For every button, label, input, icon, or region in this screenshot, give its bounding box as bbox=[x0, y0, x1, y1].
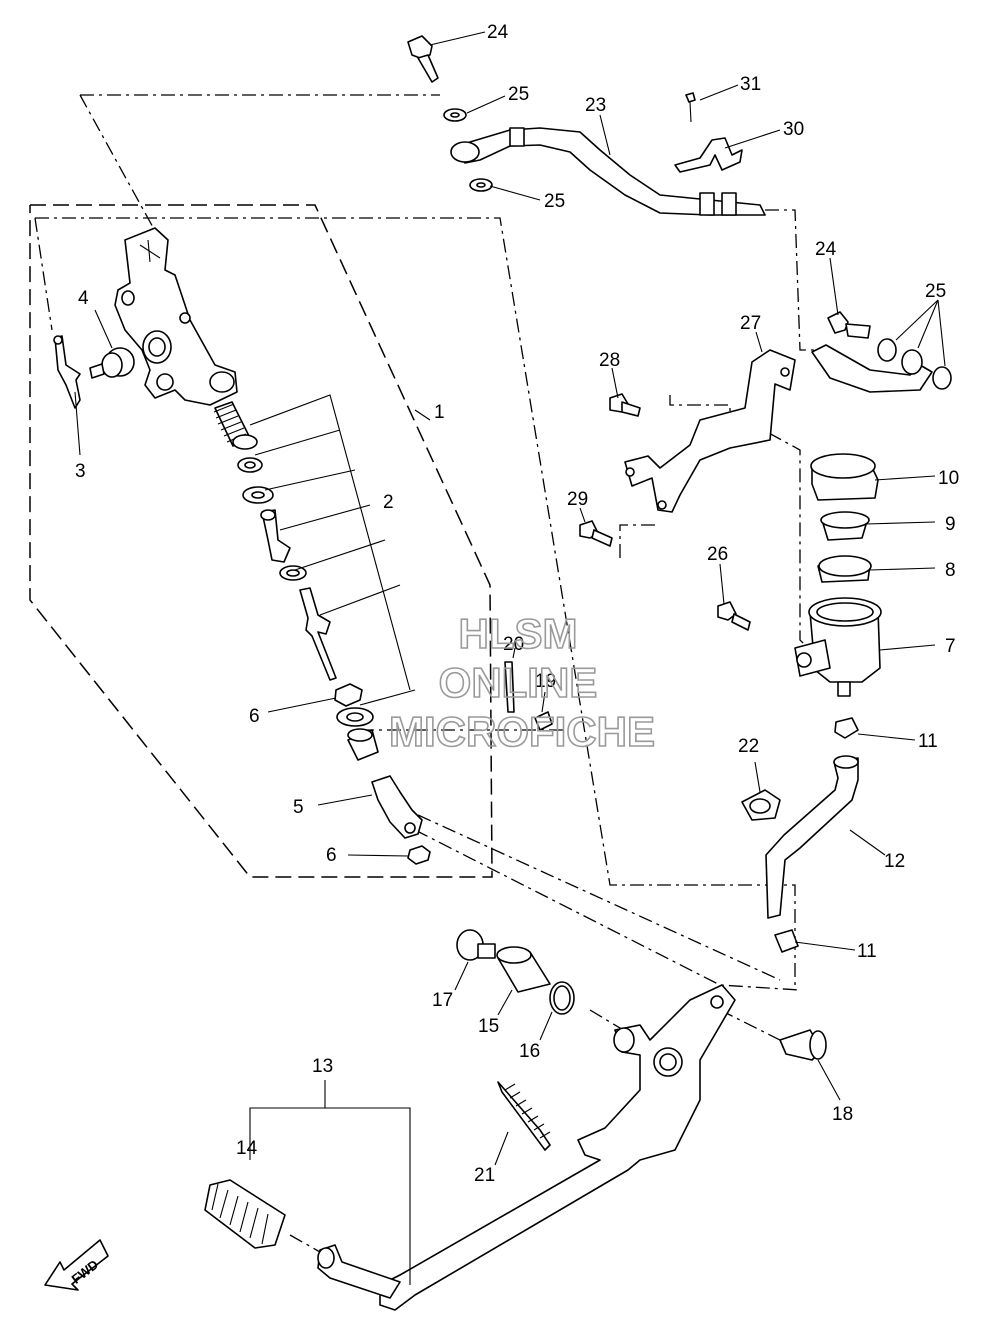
pedal-rubber bbox=[204, 1179, 286, 1249]
watermark-line-3: MICROFICHE bbox=[389, 708, 655, 755]
pedal-parts bbox=[456, 929, 827, 1151]
callout-4: 4 bbox=[78, 288, 89, 309]
callout-7: 7 bbox=[945, 636, 956, 657]
brake-hose bbox=[450, 127, 766, 216]
callout-11-bottom: 11 bbox=[857, 941, 877, 962]
callout-25-right: 25 bbox=[925, 281, 946, 302]
bolts bbox=[579, 393, 751, 631]
callout-27: 27 bbox=[740, 313, 761, 334]
callout-20: 20 bbox=[503, 634, 524, 655]
callout-1: 1 bbox=[434, 402, 445, 423]
callout-5: 5 bbox=[293, 797, 304, 818]
reservoir-assembly bbox=[794, 453, 882, 697]
master-cylinder-body bbox=[114, 227, 238, 406]
watermark-line-2: ONLINE bbox=[439, 659, 598, 706]
callout-24-right: 24 bbox=[815, 239, 837, 260]
leader-lines bbox=[74, 31, 946, 1166]
callout-6-lower: 6 bbox=[326, 845, 337, 866]
piston-kit-parts bbox=[213, 401, 431, 865]
callout-31: 31 bbox=[740, 74, 761, 95]
callout-28: 28 bbox=[599, 350, 620, 371]
callout-14: 14 bbox=[236, 1138, 258, 1159]
callout-16: 16 bbox=[519, 1041, 540, 1062]
reservoir-hose bbox=[741, 717, 859, 953]
callout-22: 22 bbox=[738, 736, 759, 757]
callout-numbers: 24 25 25 23 31 30 24 25 27 28 29 26 10 9… bbox=[75, 22, 959, 1186]
callout-13: 13 bbox=[312, 1056, 333, 1077]
callout-6-upper: 6 bbox=[249, 706, 260, 727]
hose-clamp-bracket bbox=[674, 92, 743, 173]
callout-17: 17 bbox=[432, 990, 453, 1011]
callout-12: 12 bbox=[884, 851, 905, 872]
callout-11-top: 11 bbox=[918, 731, 938, 752]
reservoir-bracket bbox=[624, 349, 796, 513]
callout-18: 18 bbox=[832, 1104, 853, 1125]
callout-10: 10 bbox=[938, 468, 959, 489]
kit-2-bracket bbox=[249, 394, 416, 706]
callout-2: 2 bbox=[383, 492, 394, 513]
callout-21: 21 bbox=[474, 1165, 495, 1186]
callout-9: 9 bbox=[945, 514, 956, 535]
assembly-boundary-lines bbox=[29, 94, 815, 1253]
callout-29: 29 bbox=[567, 489, 588, 510]
watermark: HLSM ONLINE MICROFICHE bbox=[388, 609, 656, 756]
banjo-bolt-top bbox=[407, 35, 493, 192]
brake-pedal bbox=[317, 984, 736, 1311]
callout-26: 26 bbox=[707, 544, 728, 565]
callout-8: 8 bbox=[945, 560, 956, 581]
watermark-line-1: HLSM bbox=[459, 610, 578, 657]
callout-15: 15 bbox=[478, 1016, 499, 1037]
grommet-and-fitting bbox=[53, 335, 135, 409]
callout-23: 23 bbox=[585, 95, 606, 116]
callout-24-top: 24 bbox=[487, 22, 509, 43]
cotter-pin-and-washer bbox=[504, 661, 553, 731]
lower-hose-fitting bbox=[811, 311, 952, 393]
callout-30: 30 bbox=[783, 119, 804, 140]
callout-25-mid: 25 bbox=[544, 191, 565, 212]
group-13-bracket bbox=[249, 1080, 411, 1285]
fwd-direction-arrow: FWD bbox=[44, 1239, 109, 1291]
callout-19: 19 bbox=[535, 671, 556, 692]
callout-3: 3 bbox=[75, 461, 86, 482]
callout-25-top: 25 bbox=[508, 84, 529, 105]
